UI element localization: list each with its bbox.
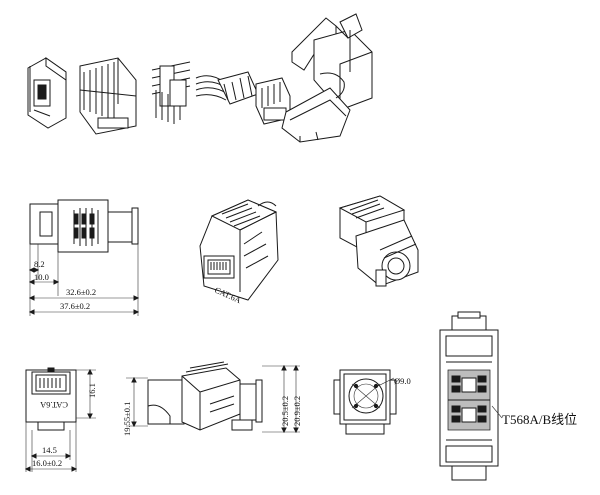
part-rear-cap bbox=[281, 13, 373, 143]
side-view: 8.2 10.0 32.6±0.2 37.6±0.2 bbox=[28, 199, 140, 316]
part-front-housing bbox=[27, 57, 67, 129]
front-cat6a-label: CAT.6A bbox=[39, 400, 68, 410]
dim-profile-19-55: 19.55±0.1 bbox=[122, 402, 132, 436]
dim-front-16-1: 16.1 bbox=[87, 383, 97, 398]
dim-front-14-5: 14.5 bbox=[42, 445, 57, 455]
exploded-view bbox=[27, 13, 373, 143]
wiring-caption: T568A/B线位 bbox=[502, 412, 577, 427]
dim-rear-diameter: Ø9.0 bbox=[394, 376, 411, 386]
dim-side-8-2: 8.2 bbox=[34, 259, 45, 269]
iso-view-rear bbox=[338, 195, 419, 287]
dim-profile-20-5: 20.5±0.2 bbox=[280, 396, 290, 426]
profile-view: 19.55±0.1 20.5±0.2 20.9±0.2 bbox=[122, 361, 302, 436]
dim-side-37-6: 37.6±0.2 bbox=[60, 301, 90, 311]
iso-view-front: CAT.6A bbox=[199, 199, 279, 306]
wiring-view: T568A/B线位 bbox=[439, 311, 577, 481]
dim-side-10-0: 10.0 bbox=[34, 272, 49, 282]
rear-view: Ø9.0 bbox=[333, 369, 411, 435]
dim-front-16-0: 16.0±0.2 bbox=[32, 458, 62, 468]
part-contact-carrier bbox=[79, 57, 137, 135]
dim-side-32-6: 32.6±0.2 bbox=[66, 287, 96, 297]
front-view: CAT.6A 16.1 14.5 16.0±0.2 bbox=[24, 367, 97, 472]
dim-profile-20-9: 20.9±0.2 bbox=[292, 396, 302, 426]
part-pin-block bbox=[151, 61, 191, 124]
part-wire-comb bbox=[195, 71, 259, 105]
